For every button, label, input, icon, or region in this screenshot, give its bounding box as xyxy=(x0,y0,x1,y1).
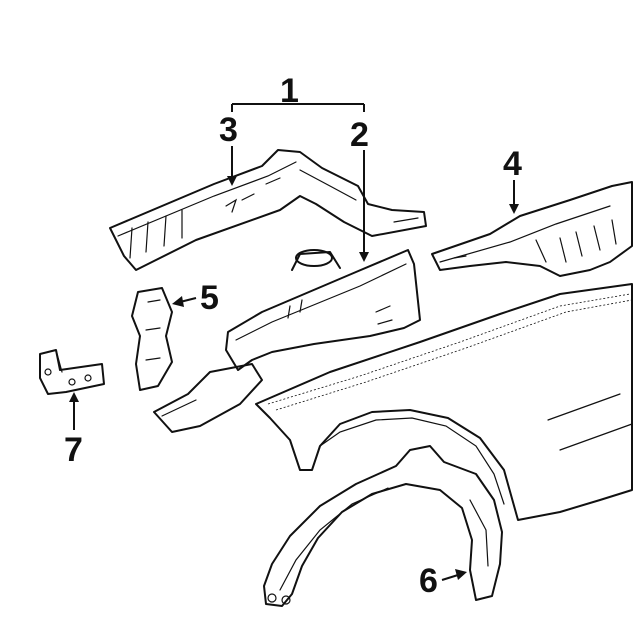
part-4-rear-rail xyxy=(431,181,633,277)
fender xyxy=(255,283,633,521)
part-2-apron xyxy=(153,249,421,433)
callout-6: 6 xyxy=(419,562,438,600)
callout-1: 1 xyxy=(280,72,299,110)
part-5-bracket xyxy=(131,287,173,391)
callout-2: 2 xyxy=(350,116,369,154)
callout-5: 5 xyxy=(200,279,219,317)
part-6-liner xyxy=(263,445,503,607)
part-3-upper-rail xyxy=(109,149,427,271)
part-7-bracket xyxy=(39,349,105,395)
callout-4: 4 xyxy=(503,145,522,183)
callout-3: 3 xyxy=(219,111,238,149)
callout-7: 7 xyxy=(64,431,83,469)
leader-lines xyxy=(69,103,519,581)
